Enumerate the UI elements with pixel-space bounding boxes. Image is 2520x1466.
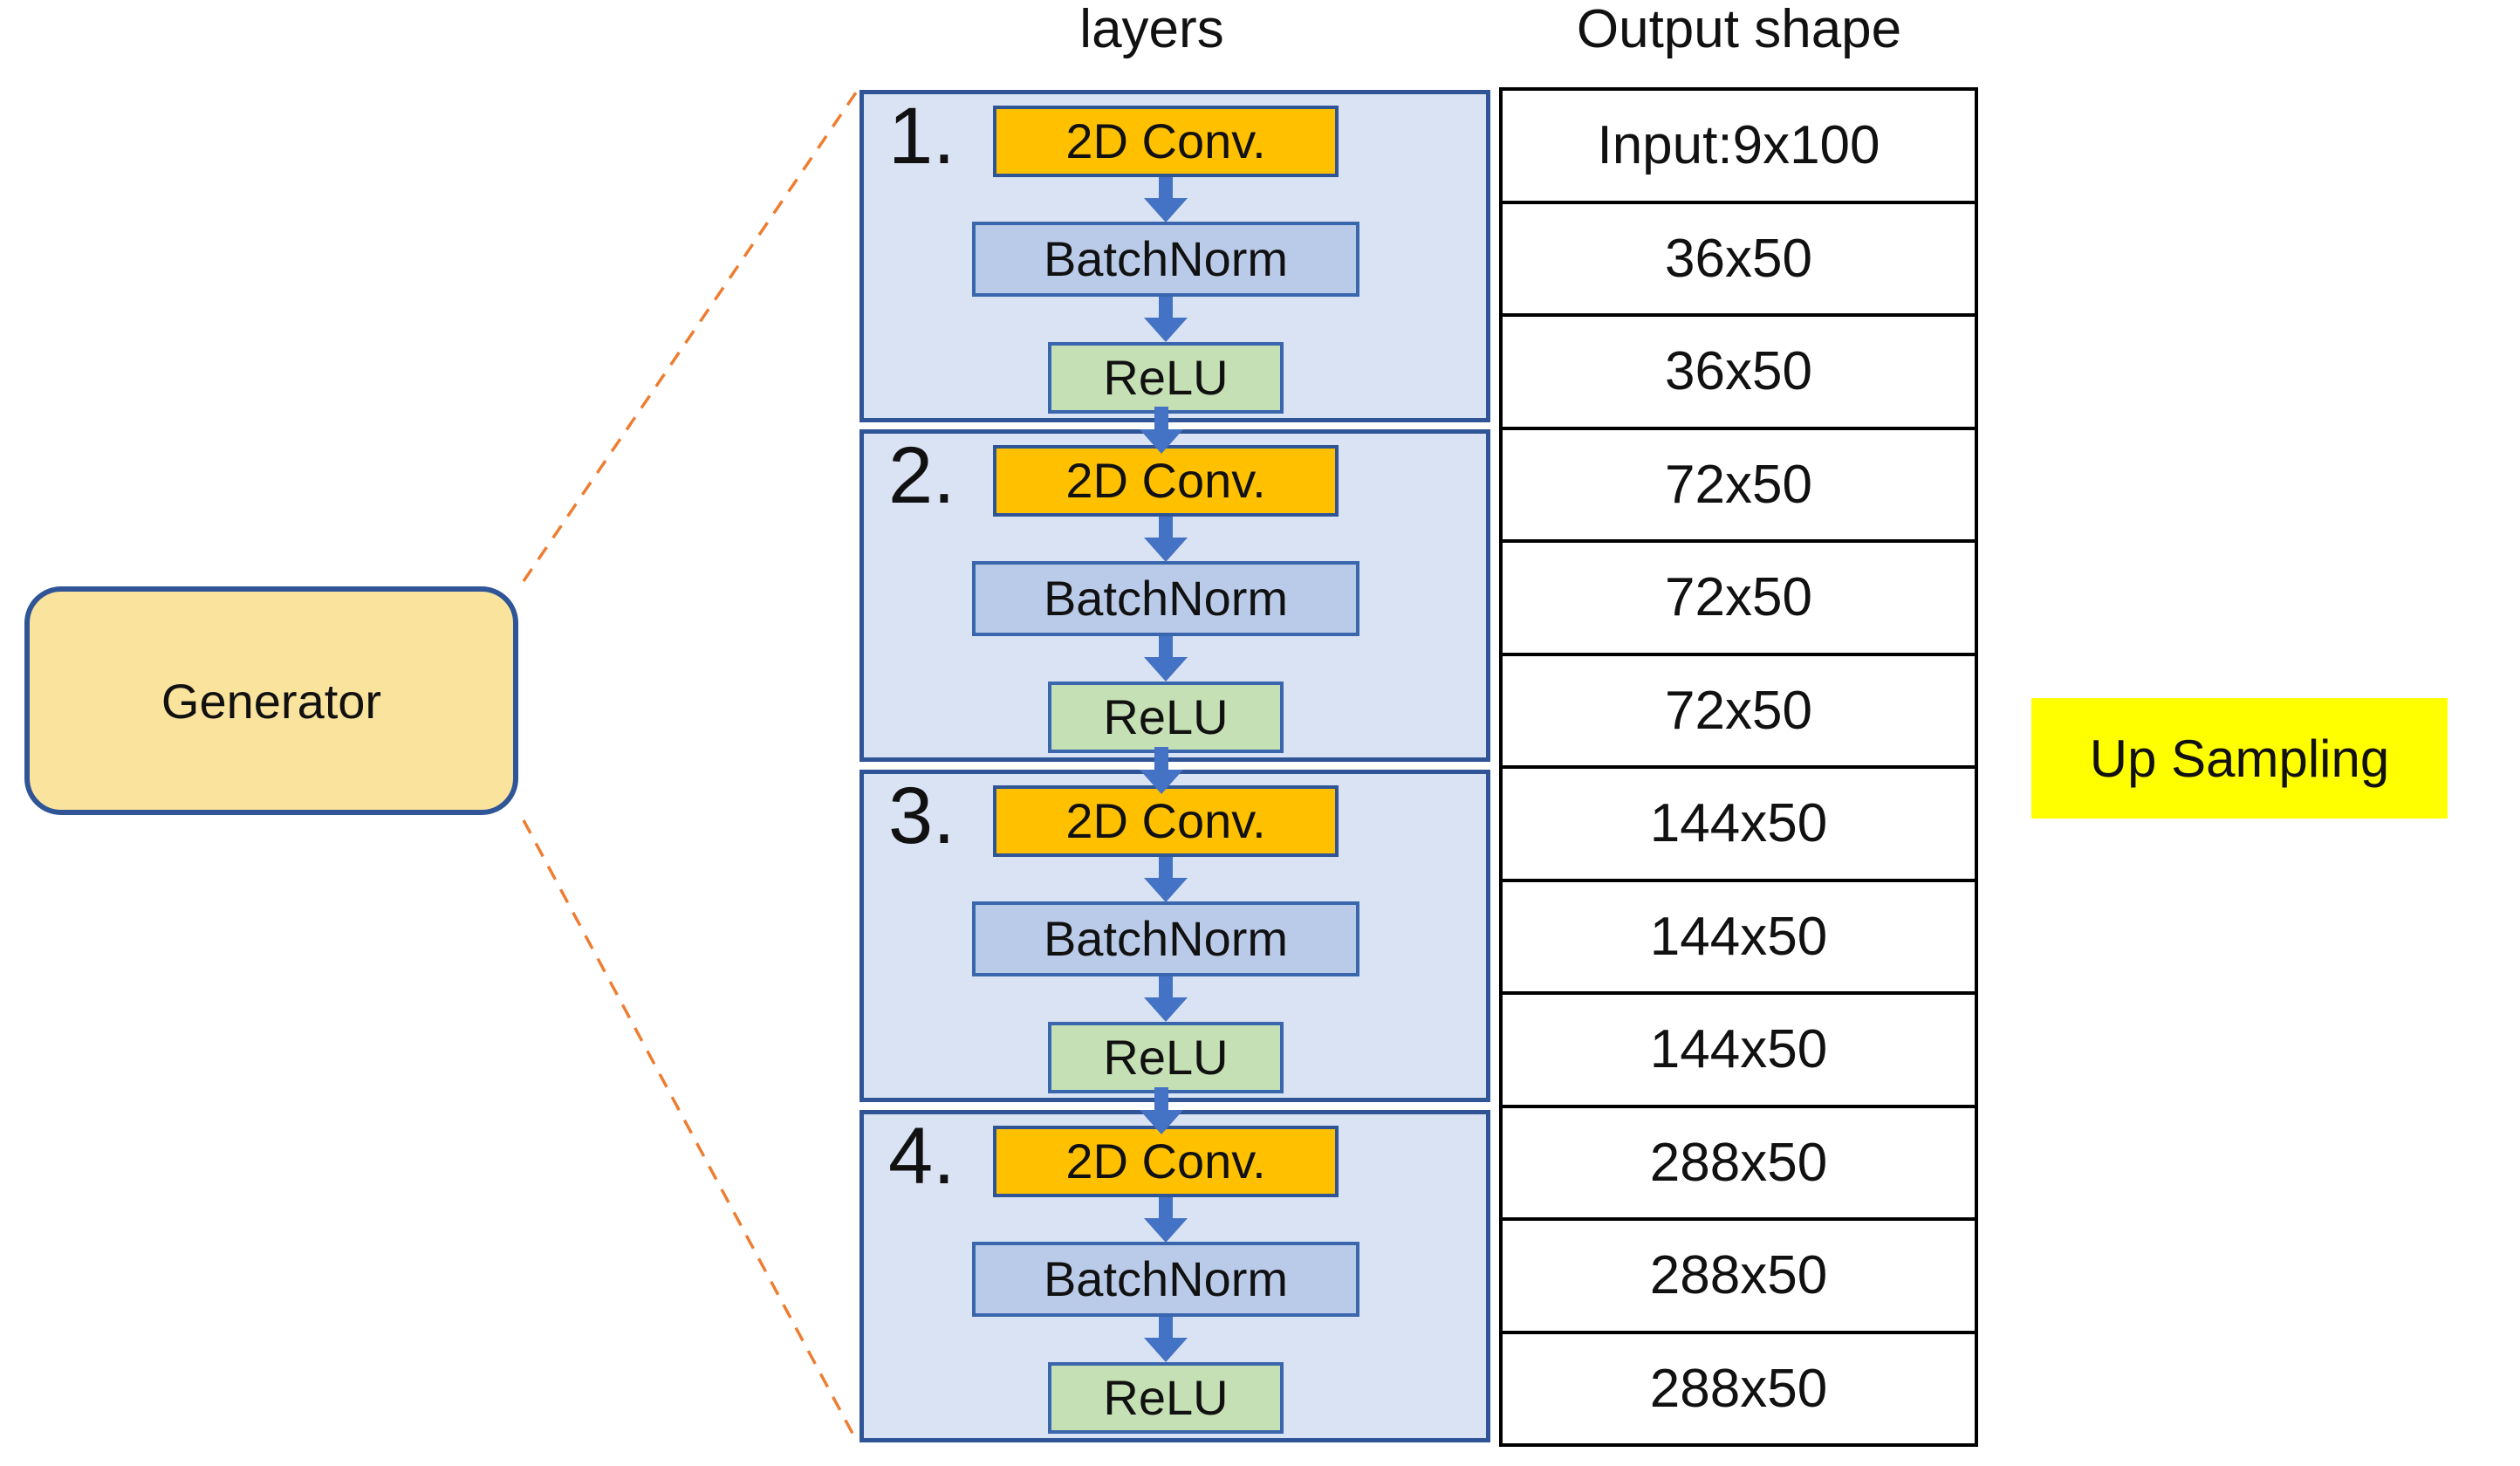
conv-box: 2D Conv. [993,785,1339,857]
conv-box: 2D Conv. [993,106,1339,177]
output-shape-cell: Input:9x100 [1503,91,1975,204]
arrow-down-icon [1143,976,1188,1022]
output-shape-cell: 72x50 [1503,430,1975,543]
layer-number: 3. [888,771,955,860]
output-shape-cell: 36x50 [1503,204,1975,317]
output-shape-cell: 288x50 [1649,1358,1828,1419]
arrow-down-icon [1143,1317,1188,1362]
arrow-down-icon [1143,297,1188,342]
arrow-down-icon [1143,1197,1188,1243]
relu-box: ReLU [1048,342,1284,414]
arrow-down-icon [1143,636,1188,682]
batchnorm-box: BatchNorm [972,561,1359,636]
conv-box: 2D Conv. [993,1126,1339,1197]
batchnorm-box: BatchNorm [972,1242,1359,1317]
layer-number: 1. [888,92,955,181]
layer-number: 4. [888,1112,955,1201]
output-shape-cell: 72x50 [1503,543,1975,656]
batchnorm-box: BatchNorm [972,222,1359,297]
relu-box: ReLU [1048,1362,1284,1434]
dashed-connector-bottom [522,819,858,1441]
output-shape-table: Input:9x100 36x50 36x50 72x50 72x50 72x5… [1499,87,1978,1447]
arrow-down-icon [1143,857,1188,902]
output-shape-cell: 288x50 [1503,1221,1975,1334]
output-shape-cell: 144x50 [1503,769,1975,882]
up-sampling-highlight: Up Sampling [2031,698,2448,819]
up-sampling-label: Up Sampling [2089,729,2390,788]
conv-box: 2D Conv. [993,445,1339,517]
layer-block-4: 4. 2D Conv. BatchNorm ReLU [859,1110,1490,1442]
layer-block-1: 1. 2D Conv. BatchNorm ReLU [859,90,1490,422]
relu-box: ReLU [1048,1022,1284,1093]
layer-block-2: 2. 2D Conv. BatchNorm ReLU [859,429,1490,762]
output-shape-cell: 144x50 [1503,995,1975,1108]
output-shape-column-title: Output shape [1576,0,1902,59]
relu-box: ReLU [1048,682,1284,753]
output-shape-cell: 288x50 [1503,1108,1975,1221]
arrow-down-icon [1143,177,1188,223]
layer-block-3: 3. 2D Conv. BatchNorm ReLU [859,770,1490,1102]
dashed-connector-top [522,92,858,582]
generator-box: Generator [24,586,518,815]
layers-column-title: layers [1079,0,1224,59]
output-shape-cell: 144x50 [1503,882,1975,995]
layer-number: 2. [888,431,955,520]
output-shape-cell: 72x50 [1503,656,1975,769]
batchnorm-box: BatchNorm [972,901,1359,976]
generator-label: Generator [161,673,382,729]
output-shape-cell: 36x50 [1503,317,1975,430]
arrow-down-icon [1143,517,1188,562]
